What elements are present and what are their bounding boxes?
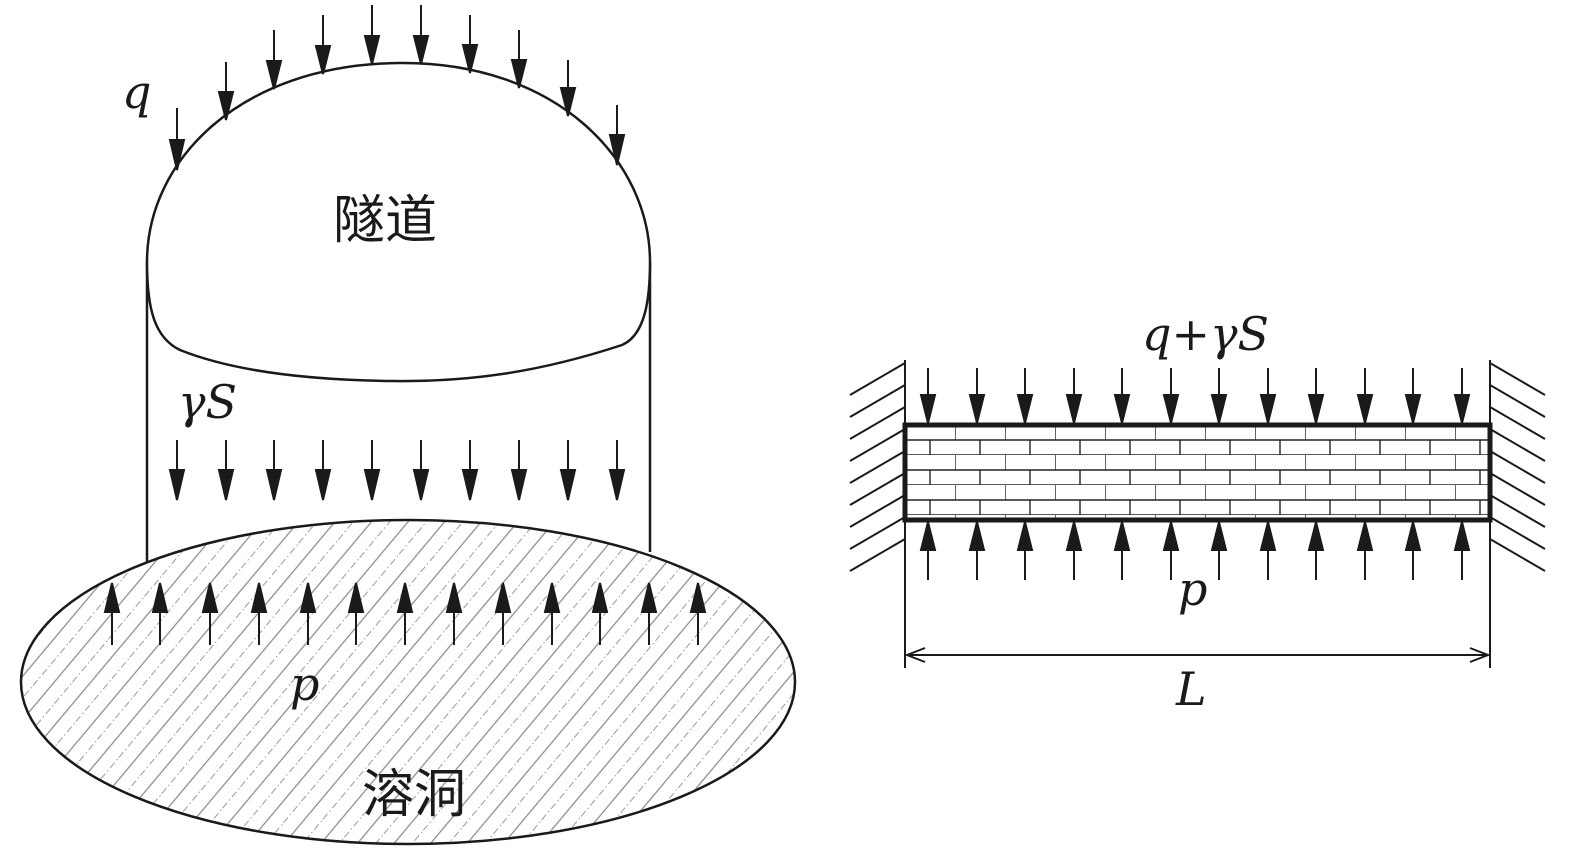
left-fixed-support <box>849 360 906 580</box>
cavity-pressure-arrows <box>103 582 707 645</box>
cavity-label: 溶洞 <box>362 765 466 825</box>
span-length-label: L <box>1175 662 1207 716</box>
left-figure: q γS p 隧道 溶洞 <box>19 5 797 846</box>
beam-top-load-label: q+γS <box>1142 307 1269 361</box>
tunnel-label: 隧道 <box>333 191 437 251</box>
cavity-pressure-label: p <box>290 657 319 711</box>
right-figure: q+γS p L <box>849 307 1546 716</box>
beam-top-load-arrows <box>919 368 1471 424</box>
beam-bottom-pressure-label: p <box>1178 562 1207 616</box>
surface-load-arrows <box>168 5 626 171</box>
rock-weight-label: γS <box>178 375 237 429</box>
span-dimension-line <box>904 580 1491 668</box>
right-fixed-support <box>1489 360 1546 580</box>
surface-load-label: q <box>122 65 151 119</box>
beam-bottom-pressure-arrows <box>919 521 1471 580</box>
rock-weight-arrows <box>168 440 626 501</box>
rock-beam <box>902 422 1493 523</box>
tunnel-outline <box>145 61 652 383</box>
